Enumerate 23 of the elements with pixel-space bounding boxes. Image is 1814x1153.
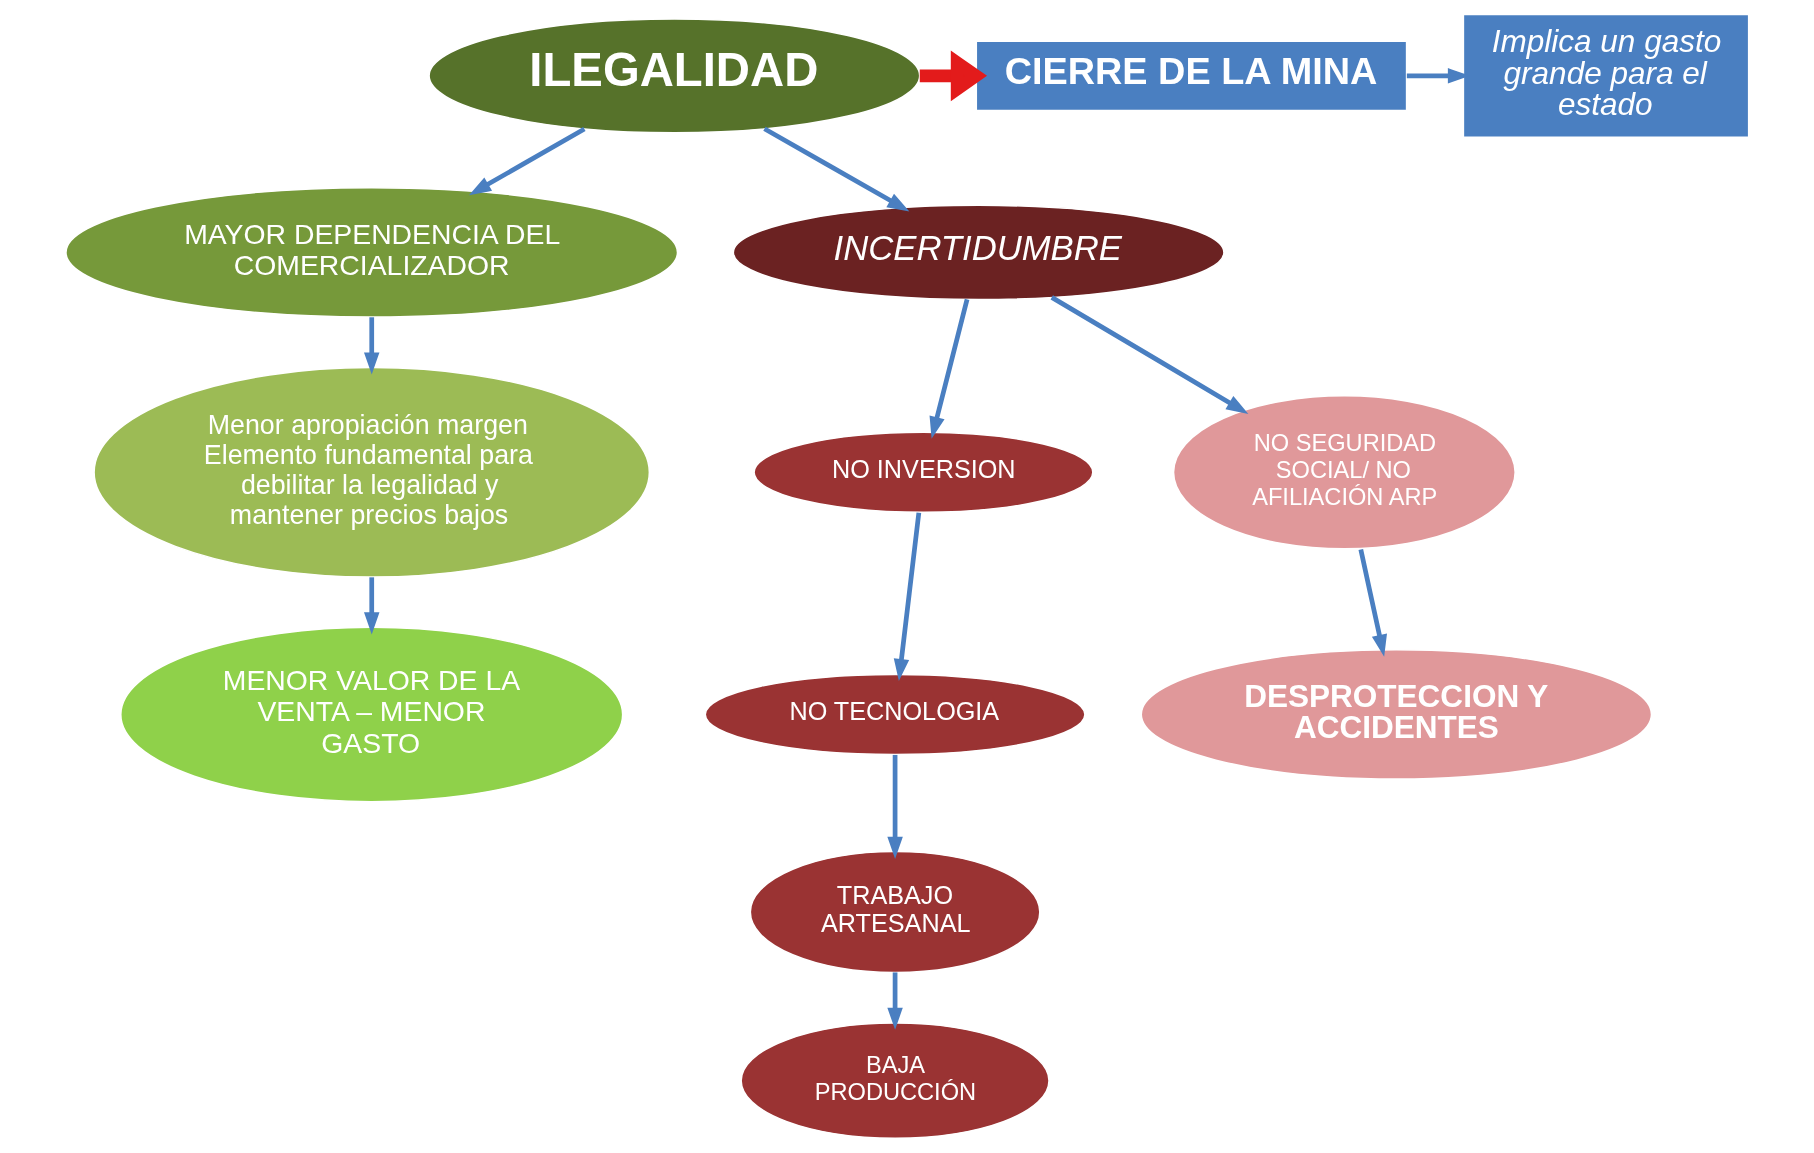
arrow (929, 298, 969, 439)
arrow (893, 512, 921, 682)
node-ellipse: ILEGALIDAD (427, 18, 920, 134)
node-box: Implica un gasto grande para el estado (1462, 13, 1749, 139)
arrow (1050, 295, 1248, 414)
node-ellipse: BAJA PRODUCCIÓN (739, 1022, 1050, 1140)
arrow (1358, 549, 1387, 657)
arrow (886, 754, 903, 859)
arrow (363, 317, 379, 375)
arrow (762, 126, 909, 212)
arrow (363, 577, 379, 635)
node-ellipse: NO TECNOLOGIA (703, 673, 1086, 756)
node-ellipse: NO INVERSION (752, 431, 1094, 514)
node-ellipse: Menor apropiación margen Elemento fundamental para debilitar la legalidad y mantener precios bajos (92, 366, 650, 578)
node-ellipse: INCERTIDUMBRE (732, 204, 1225, 301)
node-ellipse: MENOR VALOR DE LA VENTA – MENOR GASTO (119, 626, 623, 803)
node-box: CIERRE DE LA MINA (975, 40, 1407, 112)
arrow (886, 972, 903, 1030)
arrow (468, 126, 586, 196)
arrow (919, 50, 987, 102)
node-ellipse: MAYOR DEPENDENCIA DEL COMERCIALIZADOR (64, 187, 678, 318)
node-ellipse: DESPROTECCION Y ACCIDENTES (1139, 649, 1652, 780)
node-ellipse: TRABAJO ARTESANAL (749, 850, 1041, 974)
